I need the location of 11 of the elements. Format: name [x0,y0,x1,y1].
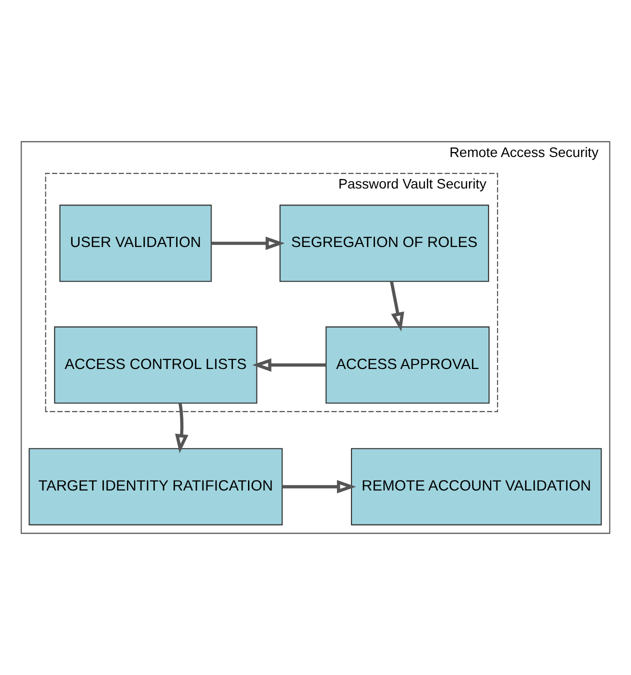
node-box: SEGREGATION OF ROLES [280,204,490,282]
arrow [211,236,285,250]
node-box: ACCESS APPROVAL [326,326,490,404]
node-box: USER VALIDATION [59,204,212,282]
arrow [390,281,404,332]
node-box: TARGET IDENTITY RATIFICATION [28,448,283,526]
arrow [175,403,188,454]
node-box: ACCESS CONTROL LISTS [54,326,258,404]
arrow [252,358,326,372]
node-box: REMOTE ACCOUNT VALIDATION [350,448,602,526]
arrow [282,480,356,494]
